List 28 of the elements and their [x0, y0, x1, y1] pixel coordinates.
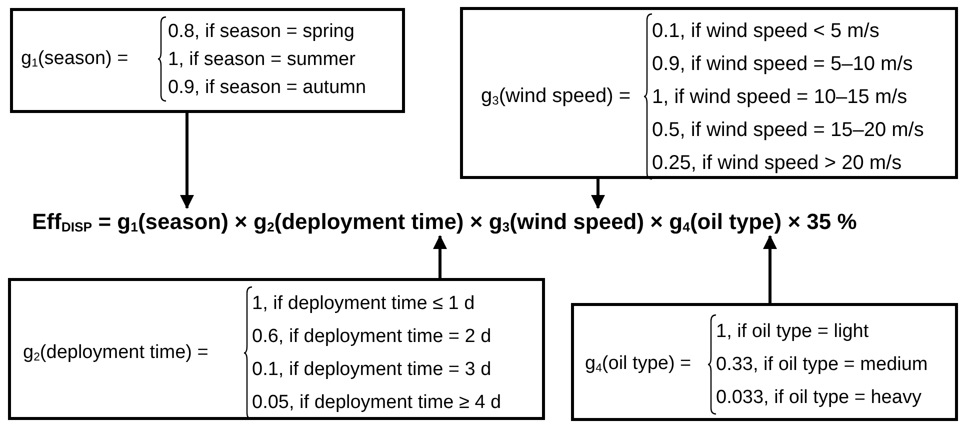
formula-box: [10, 8, 405, 113]
formula-box: [571, 303, 958, 421]
arrow: [591, 179, 605, 209]
case-text: 0.25, if wind speed > 20 m/s: [652, 152, 902, 172]
case-text: 0.6, if deployment time = 2 d: [252, 327, 492, 346]
function-label: g$_{2}$(deployment time) =: [23, 342, 208, 362]
case-text: 0.033, if oil type = heavy: [716, 388, 922, 407]
function-label: g$_{1}$(season) =: [21, 48, 128, 68]
case-text: 0.9, if wind speed = 5–10 m/s: [652, 54, 913, 74]
arrow: [433, 235, 447, 278]
case-text: 1, if deployment time ≤ 1 d: [252, 294, 475, 313]
formula-box: [8, 278, 545, 420]
case-text: 0.5, if wind speed = 15–20 m/s: [652, 120, 924, 140]
arrow: [180, 113, 194, 209]
case-text: 0.1, if wind speed < 5 m/s: [652, 20, 880, 40]
formula-box: [460, 7, 958, 179]
function-label: g$_{4}$(oil type) =: [585, 354, 692, 373]
function-label: g$_{3}$(wind speed) =: [481, 86, 631, 106]
efficiency-equation: Eff$_{DISP}$ = g$_{1}$(season) × g$_{2}$(deployment time) × g$_{3}$(wind speed) × g$_{4}$(oil type) × 35 %: [32, 208, 857, 236]
case-text: 1, if season = summer: [168, 50, 356, 68]
case-text: 0.05, if deployment time ≥ 4 d: [252, 393, 502, 412]
case-text: 0.9, if season = autumn: [168, 78, 366, 96]
case-text: 0.1, if deployment time = 3 d: [252, 360, 492, 379]
case-text: 1, if wind speed = 10–15 m/s: [652, 86, 908, 106]
case-text: 0.33, if oil type = medium: [716, 355, 928, 374]
arrow: [763, 235, 777, 303]
case-text: 1, if oil type = light: [716, 322, 869, 341]
case-text: 0.8, if season = spring: [168, 22, 354, 40]
